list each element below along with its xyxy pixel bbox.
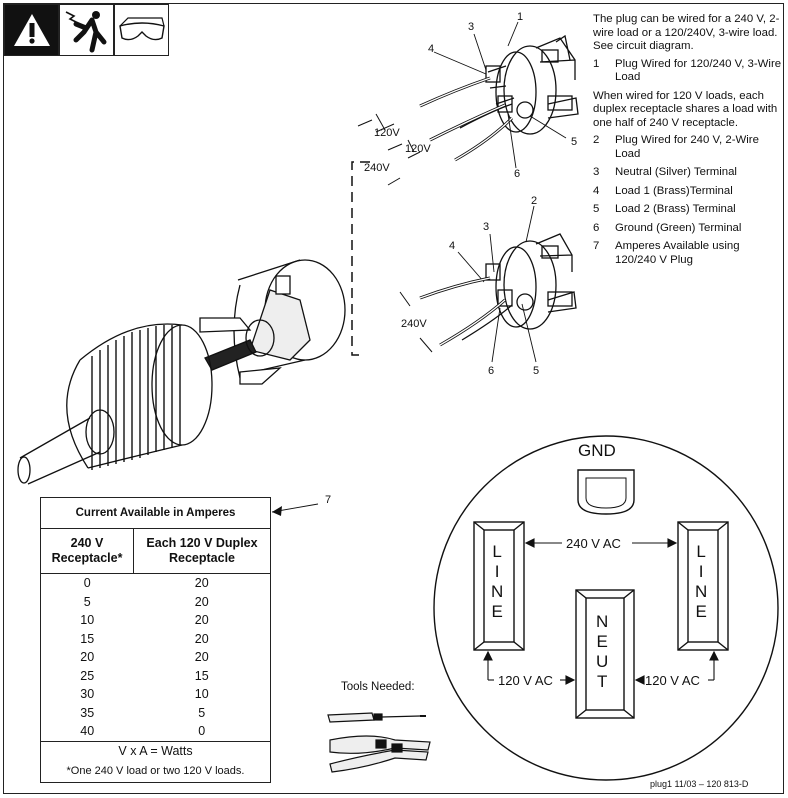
plug-barrel: [66, 323, 213, 469]
neutral-letter: E: [596, 632, 608, 651]
label-120v-ac-left: 120 V AC: [498, 673, 553, 688]
description-intro: The plug can be wired for a 240 V, 2-wir…: [593, 13, 780, 52]
figure-code: plug1 11/03 – 120 813-D: [650, 779, 749, 789]
neutral-letter: N: [596, 612, 609, 631]
line-left-letter: E: [491, 602, 503, 621]
column-header-120v: Each 120 V Duplex Receptacle: [133, 528, 271, 574]
line-left-letter: N: [491, 582, 504, 601]
line-right-letter: L: [696, 542, 706, 561]
callout-7: 7: [325, 494, 332, 506]
callout-3-upper: 3: [468, 21, 475, 33]
voltage-120v-a: 120V: [374, 127, 400, 139]
table-footnote: *One 240 V load or two 120 V loads.: [40, 759, 271, 783]
voltage-120v-b: 120V: [405, 143, 431, 155]
line-right-letter: I: [698, 562, 704, 581]
line-right-letter: E: [695, 602, 707, 621]
voltage-arrows: [483, 538, 719, 685]
voltage-240v-upper: 240V: [364, 162, 390, 174]
callout-5-upper: 5: [571, 136, 578, 148]
plug-body-exploded: [199, 259, 346, 385]
line-left-letter: I: [494, 562, 500, 581]
callout-1: 1: [517, 11, 524, 23]
neutral-letter: T: [596, 672, 608, 691]
description-panel: The plug can be wired for a 240 V, 2-wir…: [593, 13, 783, 272]
callout-6-lower: 6: [488, 365, 495, 377]
table-formula: V x A = Watts: [40, 740, 271, 760]
table-leader-arrow: [272, 506, 282, 516]
line-left-letter: L: [492, 542, 502, 561]
safety-glasses-icon: [114, 4, 169, 56]
plug-wired-3-wire: [419, 34, 579, 162]
callout-4-lower: 4: [449, 240, 456, 252]
callout-5-lower: 5: [533, 365, 540, 377]
knurl-lines: [91, 325, 181, 470]
dashed-link: [351, 161, 370, 356]
amperes-table: Current Available in Amperes 240 V Recep…: [40, 497, 271, 783]
callout-2: 2: [531, 195, 538, 207]
warning-triangle-icon: [4, 4, 59, 56]
table-title: Current Available in Amperes: [40, 497, 271, 529]
line-slot-left: [473, 521, 525, 651]
screwdriver-icon: [327, 712, 426, 723]
neutral-slot: [575, 589, 635, 719]
receptacle-face: [433, 435, 779, 781]
hazard-icons: [4, 4, 169, 56]
ground-slot: [577, 469, 635, 515]
description-note: When wired for 120 V loads, each duplex …: [593, 89, 778, 129]
dimension-arrows-lower: [399, 291, 433, 353]
dimension-arrows-upper: [357, 113, 421, 186]
label-120v-ac-right: 120 V AC: [645, 673, 700, 688]
callout-leaders: [271, 21, 567, 513]
cord: [17, 417, 101, 485]
line-right-letter: N: [695, 582, 708, 601]
callout-6-upper: 6: [514, 168, 521, 180]
column-header-240v: 240 V Receptacle*: [40, 528, 134, 574]
label-240v-ac: 240 V AC: [566, 536, 621, 551]
plug-wired-2-wire: [419, 233, 577, 347]
callout-4-upper: 4: [428, 43, 435, 55]
callout-3-lower: 3: [483, 221, 490, 233]
line-slot-right: [677, 521, 729, 651]
crimping-pliers-icon: [329, 735, 431, 773]
tools-needed-label: Tools Needed:: [341, 681, 415, 693]
neutral-letter: U: [596, 652, 609, 671]
page-frame: [3, 3, 784, 794]
gnd-label: GND: [578, 441, 616, 460]
voltage-240v-lower: 240V: [401, 318, 427, 330]
electric-shock-icon: [59, 4, 114, 56]
